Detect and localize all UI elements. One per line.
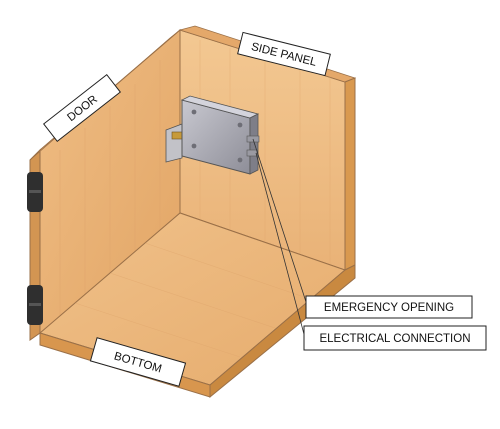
hinge-top [27,172,43,212]
hinge-bottom [27,285,43,325]
leader-lines [252,138,309,339]
label-emergency-opening: EMERGENCY OPENING [305,295,473,319]
label-emergency-opening-text: EMERGENCY OPENING [324,302,454,314]
label-electrical-connection: ELECTRICAL CONNECTION [303,325,487,351]
electronic-lock [165,95,260,175]
label-electrical-connection-text: ELECTRICAL CONNECTION [319,333,470,345]
leader-electrical-connection [255,152,306,339]
leader-emergency-opening [252,138,309,309]
